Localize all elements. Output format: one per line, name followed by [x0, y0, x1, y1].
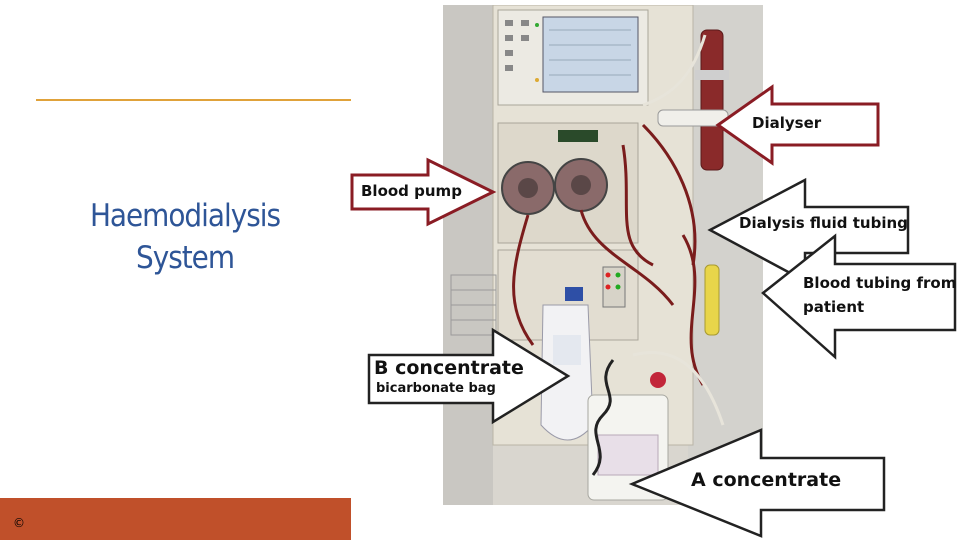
b-concentrate-arrow — [367, 327, 571, 425]
blood-pump-label: Blood pump — [361, 182, 462, 200]
blood-tubing-arrow — [761, 233, 957, 360]
blood-tubing-label-line1: Blood tubing from — [803, 274, 957, 292]
a-concentrate-label: A concentrate — [691, 469, 842, 491]
b-concentrate-label: B concentrate — [374, 357, 524, 379]
copyright-symbol: © — [13, 516, 25, 530]
slide-title: Haemodialysis System — [40, 195, 330, 279]
title-line-2: System — [135, 240, 235, 276]
dialysis-machine-photo — [443, 5, 763, 505]
dialysis-fluid-tubing-label: Dialysis fluid tubing — [739, 214, 908, 232]
dialyser-label: Dialyser — [752, 114, 822, 132]
a-concentrate-arrow — [628, 428, 886, 538]
title-rule — [36, 99, 351, 101]
dialyser-arrow — [715, 84, 880, 166]
footer-bar — [0, 498, 351, 540]
blood-pump-arrow — [350, 157, 497, 227]
blood-tubing-label-line2: patient — [803, 298, 865, 316]
title-line-1: Haemodialysis — [89, 198, 281, 234]
b-concentrate-sublabel: bicarbonate bag — [376, 381, 496, 396]
